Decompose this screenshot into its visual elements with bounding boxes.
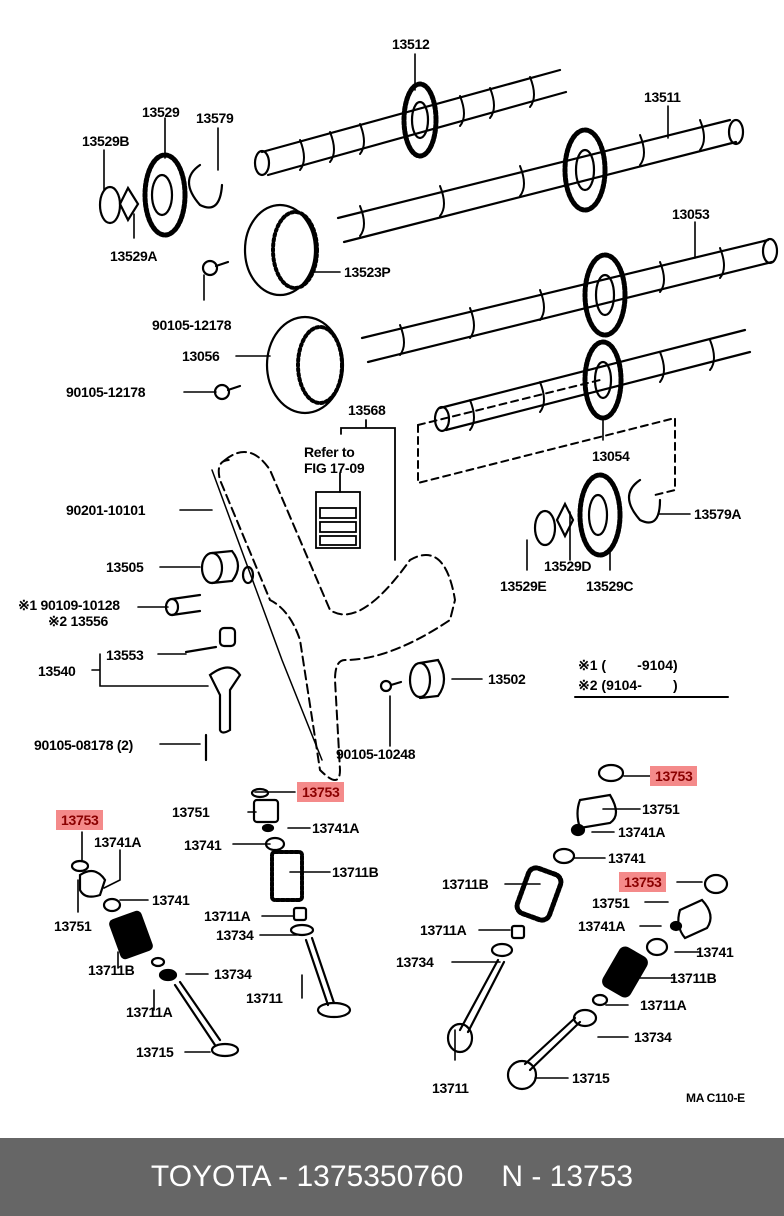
label-13711-right-a[interactable]: 13711 — [432, 1080, 469, 1096]
label-13751-right-a[interactable]: 13751 — [642, 801, 680, 817]
label-13540[interactable]: 13540 — [38, 663, 76, 679]
label-13711-center[interactable]: 13711 — [246, 990, 283, 1006]
label-13711b-right-a[interactable]: 13711B — [442, 876, 489, 892]
label-13711b-center[interactable]: 13711B — [332, 864, 379, 880]
tensioner-drawing — [164, 549, 255, 762]
label-13741-right-b[interactable]: 13741 — [696, 944, 734, 960]
label-13568[interactable]: 13568 — [348, 402, 386, 418]
label-13553[interactable]: 13553 — [106, 647, 144, 663]
label-13741a-left[interactable]: 13741A — [94, 834, 142, 850]
label-13505[interactable]: 13505 — [106, 559, 144, 575]
refer-note-line1: Refer to — [304, 444, 355, 460]
label-13711b-right-b[interactable]: 13711B — [670, 970, 717, 986]
label-13529c[interactable]: 13529C — [586, 578, 634, 594]
label-90201-10101[interactable]: 90201-10101 — [66, 502, 146, 518]
label-13741-left[interactable]: 13741 — [152, 892, 190, 908]
legend-line-2: ※2 (9104- ) — [578, 677, 678, 693]
parts-diagram: 13512 13511 13529 13579 13529B 13529A 13… — [18, 36, 779, 1105]
label-90109-10128[interactable]: ※1 90109-10128 — [18, 597, 120, 613]
label-13715-left[interactable]: 13715 — [136, 1044, 174, 1060]
leader-lines — [77, 53, 703, 1079]
refer-note: Refer to FIG 17-09 — [304, 444, 365, 476]
gear-13529-drawing — [98, 152, 224, 238]
label-13053[interactable]: 13053 — [672, 206, 710, 222]
label-13711b-left[interactable]: 13711B — [88, 962, 135, 978]
label-13054[interactable]: 13054 — [592, 448, 630, 464]
label-13741a-right-a[interactable]: 13741A — [618, 824, 666, 840]
label-13751-right-b[interactable]: 13751 — [592, 895, 630, 911]
label-13751-center[interactable]: 13751 — [172, 804, 210, 820]
valve-assembly-left-drawing — [70, 859, 240, 1058]
label-13753-center[interactable]: 13753 — [297, 782, 345, 802]
legend-line-1: ※1 ( -9104) — [578, 657, 678, 673]
label-13753-right-b[interactable]: 13753 — [619, 872, 667, 892]
label-13734-left[interactable]: 13734 — [214, 966, 252, 982]
valve-assembly-right-b-drawing — [506, 873, 729, 1091]
gear-13529c-drawing — [533, 472, 662, 558]
label-90105-10248[interactable]: 90105-10248 — [336, 746, 416, 762]
label-13511[interactable]: 13511 — [644, 89, 681, 105]
label-13556[interactable]: ※2 13556 — [48, 613, 108, 629]
pulley-13056-drawing — [213, 315, 345, 415]
valve-assembly-center-drawing — [250, 787, 352, 1019]
label-13579a[interactable]: 13579A — [694, 506, 742, 522]
label-13529b[interactable]: 13529B — [82, 133, 130, 149]
label-13711a-right-a[interactable]: 13711A — [420, 922, 467, 938]
figure-code: MA C110-E — [686, 1091, 745, 1105]
label-13502[interactable]: 13502 — [488, 671, 526, 687]
label-13741a-right-b[interactable]: 13741A — [578, 918, 626, 934]
label-13753-right-a[interactable]: 13753 — [650, 766, 698, 786]
label-13512[interactable]: 13512 — [392, 36, 430, 52]
label-13751-left[interactable]: 13751 — [54, 918, 92, 934]
label-card-drawing — [315, 419, 396, 561]
label-13741-center[interactable]: 13741 — [184, 837, 222, 853]
footer-brand-part-number: TOYOTA - 1375350760 — [150, 1160, 464, 1193]
label-13579[interactable]: 13579 — [196, 110, 234, 126]
valve-assembly-right-a-drawing — [446, 763, 625, 1054]
label-13523p[interactable]: 13523P — [344, 264, 391, 280]
timing-belt-drawing — [211, 451, 457, 781]
label-13529d[interactable]: 13529D — [544, 558, 592, 574]
label-13753-left[interactable]: 13753 — [56, 810, 104, 830]
label-90105-08178[interactable]: 90105-08178 (2) — [34, 737, 134, 753]
camshaft-13512-drawing — [253, 68, 568, 177]
camshaft-13053-drawing — [360, 237, 779, 364]
label-13715-right-b[interactable]: 13715 — [572, 1070, 610, 1086]
pulley-13523p-drawing — [201, 203, 319, 297]
label-13056[interactable]: 13056 — [182, 348, 220, 364]
label-90105-12178-b[interactable]: 90105-12178 — [66, 384, 146, 400]
diagram-artwork — [70, 53, 779, 1091]
label-13734-right-a[interactable]: 13734 — [396, 954, 434, 970]
label-13734-center[interactable]: 13734 — [216, 927, 254, 943]
camshaft-13054-drawing — [417, 328, 752, 496]
footer-reference-number: N - 13753 — [501, 1160, 634, 1193]
label-13711a-right-b[interactable]: 13711A — [640, 997, 687, 1013]
label-13529[interactable]: 13529 — [142, 104, 180, 120]
idler-13502-drawing — [379, 658, 446, 700]
label-90105-12178-a[interactable]: 90105-12178 — [152, 317, 232, 333]
footer-bar: TOYOTA - 1375350760 N - 13753 — [0, 1138, 784, 1216]
camshaft-13511-drawing — [336, 118, 745, 244]
label-13711a-left[interactable]: 13711A — [126, 1004, 173, 1020]
label-13741a-center[interactable]: 13741A — [312, 820, 360, 836]
label-13711a-center[interactable]: 13711A — [204, 908, 251, 924]
refer-note-line2[interactable]: FIG 17-09 — [304, 460, 365, 476]
label-13741-right-a[interactable]: 13741 — [608, 850, 646, 866]
label-13529a[interactable]: 13529A — [110, 248, 158, 264]
label-13734-right-b[interactable]: 13734 — [634, 1029, 672, 1045]
label-13529e[interactable]: 13529E — [500, 578, 547, 594]
